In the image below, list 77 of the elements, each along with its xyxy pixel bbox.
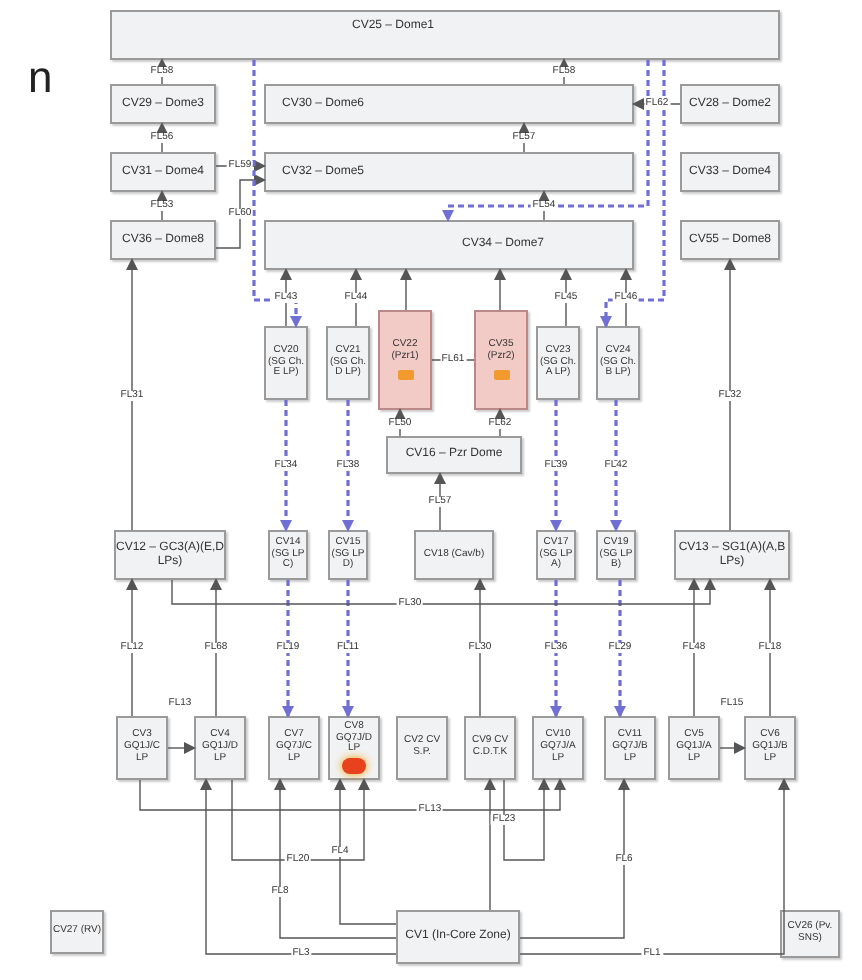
volume-box <box>194 716 246 780</box>
volume-box <box>110 152 216 192</box>
volume-box <box>396 910 520 964</box>
volume-box <box>110 84 216 124</box>
flow-arrow <box>620 268 632 327</box>
volume-box <box>396 716 448 780</box>
flow-arrow <box>274 778 397 939</box>
flow-arrow <box>350 268 362 327</box>
volume-box <box>116 716 168 780</box>
flow-arrow <box>503 778 550 861</box>
flow-arrow <box>334 778 397 925</box>
flow-arrow <box>231 778 370 861</box>
volume-box <box>110 220 216 260</box>
volume-box <box>464 716 516 780</box>
flow-arrow <box>167 742 196 754</box>
volume-box <box>780 910 840 958</box>
volume-box <box>680 84 780 124</box>
volume-box <box>326 326 370 400</box>
volume-box <box>264 220 634 270</box>
volume-box <box>328 716 380 780</box>
flow-arrow-dashed <box>252 60 302 328</box>
volume-box <box>536 530 576 580</box>
volume-box <box>536 326 580 400</box>
flow-arrow <box>494 408 506 437</box>
flow-arrow-dashed <box>282 580 294 718</box>
flow-arrow <box>764 578 776 717</box>
flow-arrow <box>688 578 700 717</box>
flow-arrow-dashed <box>614 580 626 718</box>
volume-box <box>596 530 636 580</box>
flow-arrow-dashed <box>550 400 562 532</box>
flow-arrow <box>494 268 506 311</box>
volume-box <box>386 436 522 474</box>
volume-box <box>268 716 320 780</box>
pressurizer-box <box>474 310 528 410</box>
flow-arrow <box>724 258 736 531</box>
flow-arrow <box>210 578 222 717</box>
volume-box <box>110 10 780 60</box>
volume-box <box>674 530 790 580</box>
volume-box <box>264 326 308 400</box>
flow-arrow <box>280 268 292 327</box>
flow-arrow <box>519 778 790 955</box>
flow-arrow <box>474 578 486 717</box>
flow-arrow <box>215 174 266 249</box>
flow-arrow <box>126 578 138 717</box>
flow-arrow <box>434 472 446 531</box>
flow-arrow <box>171 578 716 605</box>
volume-box <box>532 716 584 780</box>
volume-box <box>744 716 796 780</box>
flow-arrow <box>400 268 412 311</box>
flow-arrow-dashed <box>550 580 562 718</box>
volume-box <box>264 152 634 192</box>
flow-arrow-dashed <box>280 400 292 532</box>
volume-box <box>114 530 226 580</box>
volume-box <box>414 530 494 580</box>
volume-box <box>680 152 780 192</box>
volume-box <box>604 716 656 780</box>
heading-fragment: n <box>28 56 53 100</box>
flow-arrow <box>719 742 746 754</box>
flow-arrow-dashed <box>442 60 650 222</box>
pressurizer-box <box>378 310 432 410</box>
flow-arrow-dashed <box>610 400 622 532</box>
flow-arrow-dashed <box>600 60 666 328</box>
flow-arrow-dashed <box>342 580 354 718</box>
volume-box <box>50 910 104 954</box>
flow-arrow <box>126 258 138 531</box>
flow-arrow <box>519 778 630 939</box>
flow-arrow <box>139 778 566 811</box>
flow-arrow-dashed <box>342 400 354 532</box>
flow-arrow <box>484 778 496 911</box>
volume-box <box>268 530 308 580</box>
volume-box <box>264 84 634 124</box>
volume-box <box>328 530 368 580</box>
volume-box <box>668 716 720 780</box>
flow-arrow <box>200 778 397 955</box>
volume-box <box>596 326 640 400</box>
volume-box <box>680 220 780 260</box>
flow-arrow <box>560 268 572 327</box>
